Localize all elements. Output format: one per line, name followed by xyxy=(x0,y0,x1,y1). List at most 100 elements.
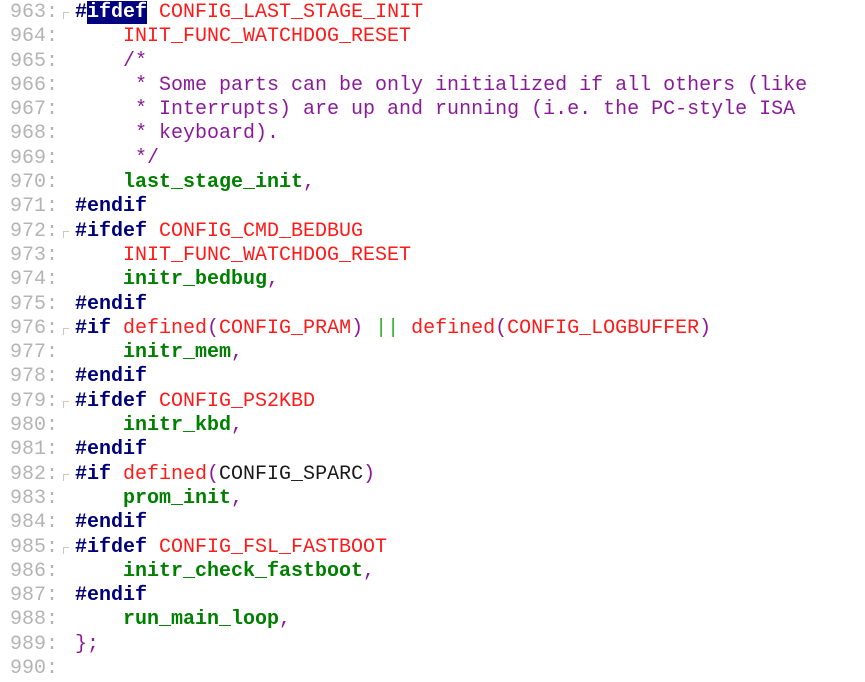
code-line[interactable]: 972: #ifdef CONFIG_CMD_BEDBUG xyxy=(0,220,865,244)
code-line[interactable]: 978:#endif xyxy=(0,365,865,389)
line-number: 979: xyxy=(10,389,59,413)
code-token: , xyxy=(303,171,316,195)
code-line[interactable]: 981:#endif xyxy=(0,438,865,462)
code-token: defined xyxy=(411,316,496,340)
code-text: #endif xyxy=(75,365,147,389)
selected-text: ifdef xyxy=(87,1,148,24)
code-token: , xyxy=(231,341,244,365)
code-token: CONFIG_CMD_BEDBUG xyxy=(147,219,364,243)
code-text: last_stage_init, xyxy=(75,171,315,195)
code-line[interactable]: 977: initr_mem, xyxy=(0,341,865,365)
code-line[interactable]: 975:#endif xyxy=(0,293,865,317)
code-line[interactable]: 974: initr_bedbug, xyxy=(0,268,865,292)
code-token: run_main_loop xyxy=(75,608,280,632)
code-line[interactable]: 965: /* xyxy=(0,50,865,74)
line-number: 984: xyxy=(10,511,59,535)
code-line[interactable]: 979: #ifdef CONFIG_PS2KBD xyxy=(0,390,865,414)
code-text: #ifdef CONFIG_PS2KBD xyxy=(75,390,315,414)
code-token: }; xyxy=(75,632,100,656)
fold-marker-icon[interactable] xyxy=(63,327,69,335)
fold-marker-icon[interactable] xyxy=(63,400,69,408)
code-token: #ifdef xyxy=(75,535,148,559)
line-number: 987: xyxy=(10,584,59,608)
line-number: 977: xyxy=(10,341,59,365)
line-number: 974: xyxy=(10,268,59,292)
code-line[interactable]: 976: #if defined(CONFIG_PRAM) || defined(… xyxy=(0,317,865,341)
code-text: prom_init, xyxy=(75,487,243,511)
code-line[interactable]: 986: initr_check_fastboot, xyxy=(0,560,865,584)
code-text: */ xyxy=(75,147,159,171)
line-number: 972: xyxy=(10,219,59,243)
code-token: , xyxy=(363,559,376,583)
code-text: * Interrupts) are up and running (i.e. t… xyxy=(75,98,795,122)
code-token: defined xyxy=(111,316,208,340)
code-token: ) xyxy=(363,462,376,486)
fold-marker-icon[interactable] xyxy=(63,230,69,238)
code-line[interactable]: 980: initr_kbd, xyxy=(0,414,865,438)
code-line[interactable]: 989:}; xyxy=(0,633,865,657)
fold-marker-icon[interactable] xyxy=(63,546,69,554)
code-line[interactable]: 983: prom_init, xyxy=(0,487,865,511)
code-token: #endif xyxy=(75,438,148,462)
line-number: 988: xyxy=(10,608,59,632)
line-number: 970: xyxy=(10,171,59,195)
line-number: 965: xyxy=(10,49,59,73)
code-token: #endif xyxy=(75,195,148,219)
code-line[interactable]: 973: INIT_FUNC_WATCHDOG_RESET xyxy=(0,244,865,268)
code-line[interactable]: 967: * Interrupts) are up and running (i… xyxy=(0,98,865,122)
line-number: 983: xyxy=(10,486,59,510)
line-number: 982: xyxy=(10,462,59,486)
code-text: * keyboard). xyxy=(75,122,279,146)
code-line[interactable]: 968: * keyboard). xyxy=(0,122,865,146)
line-number: 976: xyxy=(10,316,59,340)
code-line[interactable]: 964: INIT_FUNC_WATCHDOG_RESET xyxy=(0,25,865,49)
code-text: initr_check_fastboot, xyxy=(75,560,375,584)
code-line[interactable]: 971: #endif xyxy=(0,195,865,219)
code-token: #if xyxy=(75,316,112,340)
code-token: ) xyxy=(351,316,364,340)
code-token: CONFIG_SPARC xyxy=(219,462,364,486)
line-number: 986: xyxy=(10,559,59,583)
code-token: initr_check_fastboot xyxy=(75,559,364,583)
line-number: 989: xyxy=(10,632,59,656)
code-token: # xyxy=(75,1,88,24)
line-number: 973: xyxy=(10,243,59,267)
line-number: 963: xyxy=(10,1,59,24)
code-text: #endif xyxy=(75,584,147,608)
code-line[interactable]: 990: xyxy=(0,657,865,681)
code-line[interactable]: 970: last_stage_init, xyxy=(0,171,865,195)
code-text: run_main_loop, xyxy=(75,608,291,632)
code-line[interactable]: 969: */ xyxy=(0,147,865,171)
code-token: ) xyxy=(699,316,712,340)
code-line[interactable]: 982:#if defined(CONFIG_SPARC) xyxy=(0,463,865,487)
code-line[interactable]: 988: run_main_loop, xyxy=(0,608,865,632)
code-text: #endif xyxy=(75,438,147,462)
fold-marker-icon[interactable] xyxy=(63,12,69,19)
code-line[interactable]: 984:#endif xyxy=(0,511,865,535)
code-line[interactable]: 985: #ifdef CONFIG_FSL_FASTBOOT xyxy=(0,536,865,560)
code-text: #endif xyxy=(75,293,147,317)
code-line[interactable]: 987: #endif xyxy=(0,584,865,608)
code-token: defined xyxy=(111,462,208,486)
code-token: #ifdef xyxy=(75,219,148,243)
code-text: INIT_FUNC_WATCHDOG_RESET xyxy=(75,25,411,49)
line-number: 985: xyxy=(10,535,59,559)
line-number: 971: xyxy=(10,195,59,219)
code-token: * keyboard). xyxy=(75,122,280,146)
line-number: 969: xyxy=(10,146,59,170)
line-number: 966: xyxy=(10,73,59,97)
code-token: initr_mem xyxy=(75,341,232,365)
code-line[interactable]: 963:#ifdef CONFIG_LAST_STAGE_INIT xyxy=(0,1,865,25)
code-token: , xyxy=(279,608,292,632)
line-number: 980: xyxy=(10,414,59,438)
line-number: 967: xyxy=(10,98,59,122)
code-token: INIT_FUNC_WATCHDOG_RESET xyxy=(75,25,412,49)
code-text: #endif xyxy=(75,195,147,219)
code-token: #ifdef xyxy=(75,389,148,413)
code-text: #if defined(CONFIG_PRAM) || defined(CONF… xyxy=(75,317,711,341)
code-line[interactable]: 966: * Some parts can be only initialize… xyxy=(0,74,865,98)
code-text: #ifdef CONFIG_FSL_FASTBOOT xyxy=(75,536,387,560)
code-token: /* xyxy=(75,49,148,73)
fold-marker-icon[interactable] xyxy=(63,473,69,481)
